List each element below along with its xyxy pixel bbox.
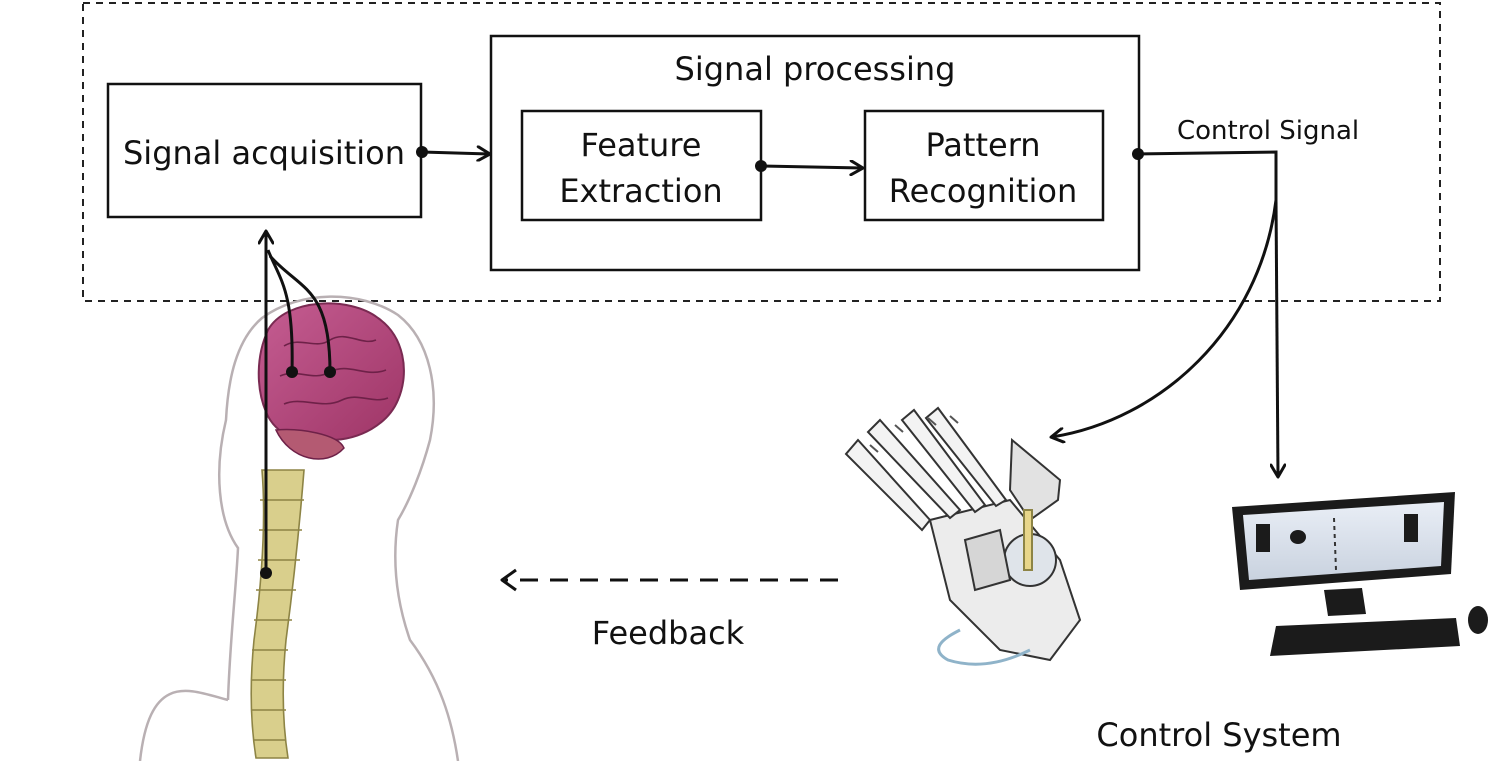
feature-extraction-block — [520, 109, 763, 222]
feature-to-pattern-arrow — [755, 160, 862, 172]
feedback-label: Feedback — [592, 614, 745, 652]
human-head-spine-illustration — [138, 232, 460, 762]
keyboard-icon — [1270, 618, 1460, 656]
pattern-recognition-label-line2: Recognition — [889, 172, 1077, 210]
signal-processing-label: Signal processing — [675, 50, 956, 88]
feature-extraction-label-line2: Extraction — [559, 172, 722, 210]
computer-monitor-icon — [1232, 492, 1455, 616]
control-to-computer-arrow — [1276, 199, 1278, 476]
system-boundary — [82, 2, 1441, 302]
control-system-label: Control System — [1096, 716, 1341, 754]
pattern-recognition-block — [863, 109, 1105, 222]
pattern-recognition-label-line1: Pattern — [925, 126, 1040, 164]
signal-acquisition-block: Signal acquisition — [106, 82, 423, 219]
signal-processing-block: Signal processing Feature Extraction Pat… — [489, 34, 1141, 272]
control-to-hand-arrow — [1052, 199, 1278, 437]
acquisition-to-processing-arrow — [416, 146, 489, 158]
control-signal-connector: Control Signal — [1052, 116, 1359, 476]
robotic-hand-illustration — [844, 406, 1082, 666]
feature-extraction-label-line1: Feature — [581, 126, 702, 164]
control-signal-label: Control Signal — [1177, 116, 1359, 146]
mouse-icon — [1468, 606, 1488, 634]
signal-acquisition-label: Signal acquisition — [123, 134, 405, 172]
feedback-arrow: Feedback — [500, 568, 838, 652]
